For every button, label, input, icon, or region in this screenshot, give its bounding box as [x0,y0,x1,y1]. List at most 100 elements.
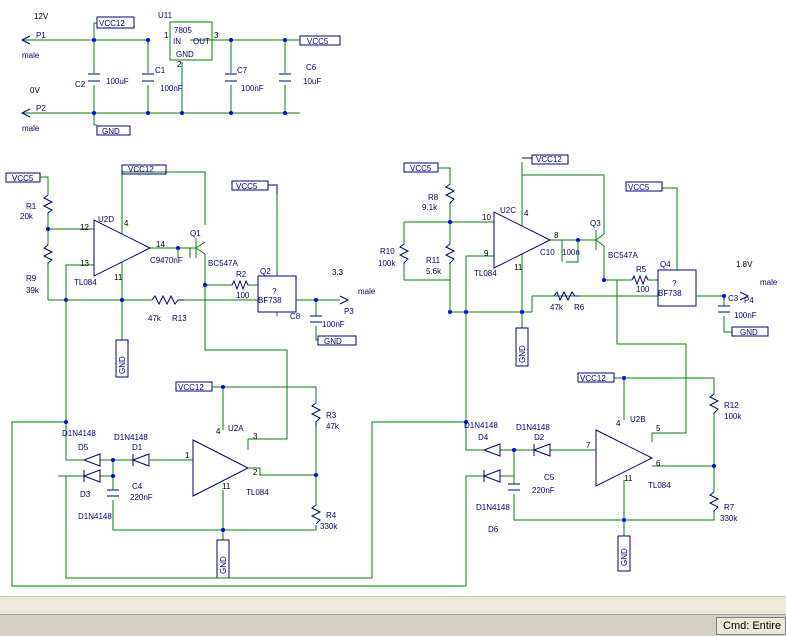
label-vcc5-right: VCC5 [410,164,432,173]
label-r10-value: 100k [378,259,396,268]
label-r8-value: 9.1k [422,203,438,212]
schematic-canvas[interactable]: 12V P1 male VCC12 0V P2 male GND U11 780… [0,0,786,596]
label-u2d-pin12: 12 [80,223,89,232]
label-d4: D4 [478,433,489,442]
label-gnd-top: GND [102,127,120,136]
label-u2a-pin4: 4 [216,427,221,436]
label-c2: C2 [75,80,86,89]
label-bc547a-right: BC547A [608,251,638,260]
label-male1: male [22,51,40,60]
label-gnd-u2b: GND [620,548,629,566]
label-r3-value: 47k [326,422,340,431]
label-c5: C5 [544,473,555,482]
command-status: Cmd: Entire [716,617,786,635]
label-p1: P1 [36,31,46,40]
label-r7: R7 [724,503,735,512]
label-u2c-pin8: 8 [554,231,559,240]
label-r4-value: 330k [320,522,338,531]
label-p3: P3 [344,307,354,316]
label-c9-value: 470nF [160,256,183,265]
label-c7-value: 100nF [241,84,264,93]
label-r5: R5 [636,265,647,274]
label-male4: male [760,278,778,287]
label-c9: C9 [150,256,161,265]
label-d1n4148-d6: D1N4148 [476,503,510,512]
label-u2c-pin9: 9 [484,249,489,258]
label-c2-value: 100uF [106,77,129,86]
label-vcc12-u2b: VCC12 [580,374,606,383]
label-c6-value: 10uF [303,77,321,86]
label-r2-value: 100 [236,291,250,300]
label-u11-pin3: 3 [214,31,219,40]
label-r13: R13 [172,314,187,323]
left-detector: VCC12 U2A 4 3 2 1 11 TL084 R3 47k R4 330… [11,300,466,587]
status-bar: Cmd: Entire [0,614,786,636]
label-1v8: 1.8V [736,260,753,269]
label-u2a: U2A [228,424,244,433]
schematic-drawing: 12V P1 male VCC12 0V P2 male GND U11 780… [5,11,778,587]
label-u2d-pin14: 14 [156,240,165,249]
label-gnd-left: GND [118,356,127,374]
label-d3: D3 [80,490,91,499]
label-u2b-pin11: 11 [624,474,633,483]
label-bc547a-left: BC547A [208,259,238,268]
label-u11-out: OUT [193,37,210,46]
label-c5-value: 220nF [532,486,555,495]
label-r6-value: 47k [550,303,564,312]
label-u11-in: IN [173,37,181,46]
left-channel: VCC5 R1 20k R9 39k VCC12 U2D 4 12 13 14 … [5,164,376,440]
label-d1n4148-d5: D1N4148 [62,429,96,438]
label-tl084-a: TL084 [246,488,269,497]
label-u2b-pin6: 6 [656,459,661,468]
label-r13-value: 47k [148,314,162,323]
label-vcc5-q4: VCC5 [628,183,650,192]
label-vcc12-top: VCC12 [99,19,125,28]
label-c4: C4 [132,482,143,491]
label-gnd-u2a: GND [219,556,228,574]
right-channel: VCC5 R8 9.1k VCC12 U2C 4 10 9 8 11 TL084… [378,154,778,434]
right-detector: VCC12 U2B 4 5 6 7 11 TL084 R12 100k R7 3… [464,372,742,586]
label-q2-unknown: ? [272,287,277,296]
label-vcc5-left: VCC5 [12,174,34,183]
power-supply: 12V P1 male VCC12 0V P2 male GND U11 780… [20,11,341,136]
label-vcc12-right: VCC12 [536,155,562,164]
label-gnd-c8: GND [324,337,342,346]
label-r1-value: 20k [20,212,34,221]
label-u11-gnd: GND [176,50,194,59]
label-r9: R9 [26,274,37,283]
label-u2b: U2B [630,415,646,424]
label-d2: D2 [534,433,545,442]
label-u2b-pin4: 4 [616,419,621,428]
label-r3: R3 [326,411,337,420]
label-c3: C3 [728,294,739,303]
label-u2a-pin11: 11 [222,482,231,491]
label-c3-value: 100nF [734,311,757,320]
label-12v: 12V [34,12,49,21]
label-r5-value: 100 [636,285,650,294]
label-q4: Q4 [660,260,671,269]
label-p2: P2 [36,104,46,113]
label-u2d-pin4: 4 [124,219,129,228]
label-u11-part: 7805 [174,26,192,35]
label-gnd-c3: GND [740,328,758,337]
label-r10: R10 [380,247,395,256]
horizontal-scrollbar[interactable] [0,596,786,615]
label-d1n4148-d2: D1N4148 [516,423,550,432]
label-c10-value: 100n [562,248,580,257]
label-u2c-pin4: 4 [524,209,529,218]
label-u2c: U2C [500,206,516,215]
label-u2d-pin13: 13 [80,259,89,268]
label-vcc12-u2a: VCC12 [178,383,204,392]
label-u2b-pin5: 5 [656,424,661,433]
label-p4: P4 [744,296,754,305]
label-male2: male [22,124,40,133]
label-r11: R11 [426,256,441,265]
label-r12-value: 100k [724,412,742,421]
label-c6: C6 [306,63,317,72]
label-r8: R8 [428,193,439,202]
label-bf738-right: BF738 [658,289,682,298]
label-male3: male [358,287,376,296]
label-u2d: U2D [98,215,114,224]
label-u11-pin2: 2 [177,60,182,69]
label-u2a-pin2: 2 [253,468,258,477]
